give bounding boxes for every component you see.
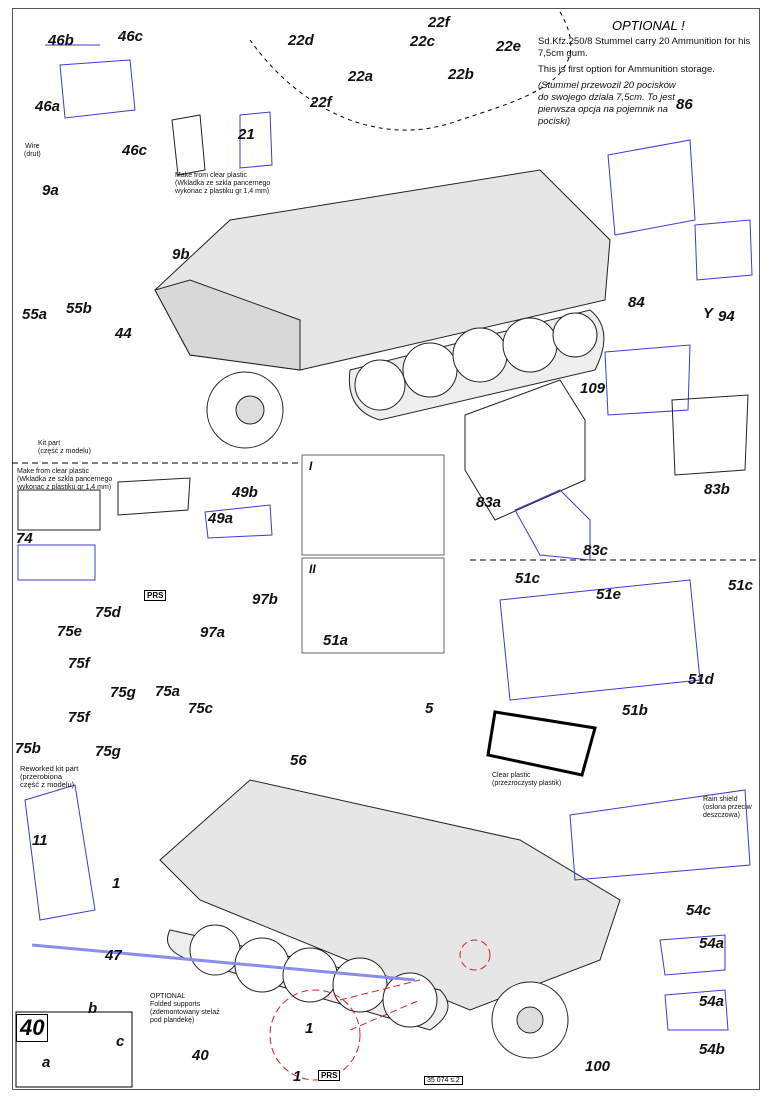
part-label: 22c — [410, 33, 436, 50]
part-label: 75g — [110, 684, 136, 701]
part-label: 75e — [57, 623, 83, 640]
part-label: 22e — [496, 38, 522, 55]
part-label: 83a — [476, 494, 502, 511]
part-label: 75a — [155, 683, 181, 700]
part-label: 22a — [348, 68, 374, 85]
part-label: 84 — [628, 294, 645, 311]
part-label: 22d — [288, 32, 314, 49]
note-kit-part: Kit part (część z modelu) — [38, 440, 91, 455]
note-reworked: Reworked kit part (przerobiona część z m… — [20, 764, 79, 789]
sheet-id: 35 074 s.2 — [424, 1076, 463, 1085]
part-label: 55b — [66, 300, 92, 317]
part-label: 56 — [290, 752, 307, 769]
part-label: 51c — [515, 570, 541, 587]
part-label: 75g — [95, 743, 121, 760]
part-label: 55a — [22, 306, 48, 323]
optional-line-2: This is first option for Ammunition stor… — [538, 64, 715, 75]
part-label: 51a — [323, 632, 349, 649]
part-label: 75f — [68, 655, 90, 672]
part-label: 75c — [188, 700, 214, 717]
part-label: 46b — [48, 32, 74, 49]
part-label: 54b — [699, 1041, 725, 1058]
detail-view-boxes — [301, 454, 445, 654]
part-label: 40 — [192, 1047, 209, 1064]
note-clear-plastic-mid: Make from clear plastic (Wkladka ze szkl… — [17, 468, 113, 491]
part-label: 5 — [425, 700, 434, 717]
part-label: 21 — [238, 126, 255, 143]
part-label: 11 — [32, 832, 48, 849]
optional-divider — [249, 11, 572, 131]
part-label: a — [42, 1054, 51, 1071]
part-label: b — [88, 1000, 98, 1017]
part-label: 46a — [35, 98, 61, 115]
part-label: 74 — [16, 530, 33, 547]
part-label: 22f — [310, 94, 332, 111]
part-label: 51e — [596, 586, 622, 603]
lower-vehicle — [159, 779, 621, 1059]
part-label: 9b — [172, 246, 190, 263]
part-label: 100 — [585, 1058, 611, 1075]
upper-vehicle — [154, 169, 611, 449]
part-label: 83c — [583, 542, 609, 559]
note-clear-plastic: Clear plastic (przezroczysty plastik) — [492, 772, 562, 787]
ammo-parts — [17, 44, 753, 1031]
part-label: 97a — [200, 624, 226, 641]
optional-line-3: (Stummel przewozil 20 pocisków do swojeg… — [538, 80, 676, 127]
part-label: 22b — [448, 66, 474, 83]
part-label: 51d — [688, 671, 714, 688]
prs-label: PRS — [318, 1070, 341, 1081]
sheet-border — [12, 8, 760, 1090]
part-label: 75b — [15, 740, 41, 757]
part-label: 47 — [105, 947, 122, 964]
part-label: 54c — [686, 902, 712, 919]
step-inset — [15, 1011, 133, 1088]
part-label: c — [116, 1033, 125, 1050]
step-number: 40 — [16, 1014, 49, 1042]
part-label: 83b — [704, 481, 730, 498]
part-label: 1 — [112, 875, 121, 892]
part-label: 75f — [68, 709, 90, 726]
part-label: 97b — [252, 591, 278, 608]
part-label: 1 — [293, 1068, 302, 1085]
note-folded-supports: OPTIONAL Folded supports (zdemontowany s… — [150, 993, 220, 1024]
optional-line-1: Sd.Kfz.250/8 Stummel carry 20 Ammunition… — [538, 36, 751, 59]
section-divider — [12, 462, 758, 561]
callout-circle — [269, 939, 491, 1081]
part-label: 46c — [118, 28, 144, 45]
part-label: 54a — [699, 935, 725, 952]
detail-view-label: II — [309, 562, 316, 576]
part-label: 75d — [95, 604, 121, 621]
part-label: 44 — [115, 325, 132, 342]
part-label: 49a — [208, 510, 234, 527]
prs-label: PRS — [144, 590, 167, 601]
part-label: 46c — [122, 142, 148, 159]
part-label: 49b — [232, 484, 258, 501]
part-label: 54a — [699, 993, 725, 1010]
part-label: 51c — [728, 577, 754, 594]
part-label: 109 — [580, 380, 606, 397]
detail-view-label: I — [309, 459, 313, 473]
part-label: 51b — [622, 702, 648, 719]
part-label: 9a — [42, 182, 59, 199]
optional-title: OPTIONAL ! — [612, 18, 685, 33]
part-label: 1 — [305, 1020, 314, 1037]
part-label: 86 — [676, 96, 693, 113]
part-label: Y — [703, 305, 714, 322]
note-clear-plastic-top: Make from clear plastic (Wkladka ze szkl… — [175, 172, 271, 195]
note-wire: Wire (drut) — [24, 143, 41, 158]
part-label: 94 — [718, 308, 735, 325]
part-label: 22f — [428, 14, 450, 31]
note-rain-shield: Rain shield (oslona przeciw deszczowa) — [703, 796, 752, 819]
